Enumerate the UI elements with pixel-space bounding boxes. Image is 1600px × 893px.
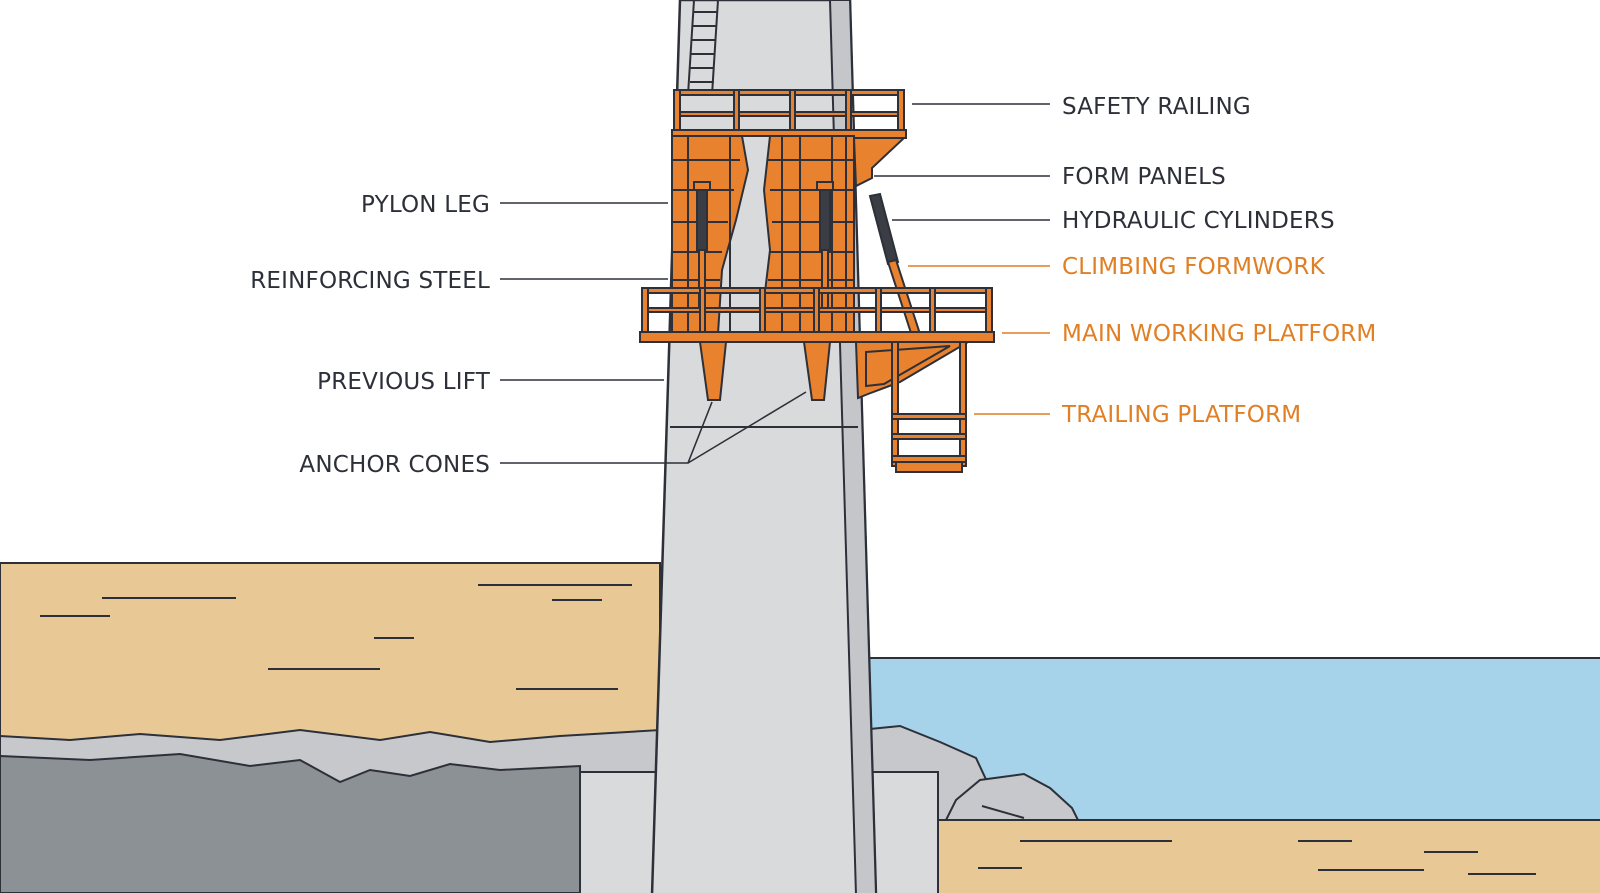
label-previous-lift: PREVIOUS LIFT [317,369,491,395]
label-anchor-cones: ANCHOR CONES [299,452,490,478]
label-reinforcing-steel: REINFORCING STEEL [250,268,490,294]
sand-texture-left [40,584,632,690]
rock-right-small [944,772,1080,821]
anchor-brackets [698,341,832,401]
reinforcing-steel-top [687,0,719,96]
rock-lower-left [0,752,581,893]
main-working-platform [639,287,995,343]
label-hydraulic-cylinders: HYDRAULIC CYLINDERS [1062,208,1335,234]
label-form-panels: FORM PANELS [1062,164,1226,190]
safety-railing [671,89,907,139]
label-trailing-platform: TRAILING PLATFORM [1061,402,1301,428]
sand-texture-right [978,840,1536,875]
panel-stiffeners [672,136,854,334]
label-safety-railing: SAFETY RAILING [1062,94,1251,120]
label-climbing-formwork: CLIMBING FORMWORK [1062,254,1326,280]
upper-bracket [852,137,907,188]
leader-anchor-cones-2 [687,391,807,464]
climbing-formwork [639,89,995,473]
sand-right [935,819,1600,893]
labels-right: SAFETY RAILING FORM PANELS HYDRAULIC CYL… [1061,94,1376,428]
hydraulic-cylinders [693,181,922,338]
sand-left [0,562,661,764]
leader-lines [500,103,1050,464]
label-main-working-platform: MAIN WORKING PLATFORM [1062,321,1376,347]
trailing-platform [891,341,967,473]
ground-right [849,657,1600,893]
ground-left [0,562,661,893]
label-pylon-leg: PYLON LEG [361,192,490,218]
labels-left: PYLON LEG REINFORCING STEEL PREVIOUS LIF… [250,192,491,478]
